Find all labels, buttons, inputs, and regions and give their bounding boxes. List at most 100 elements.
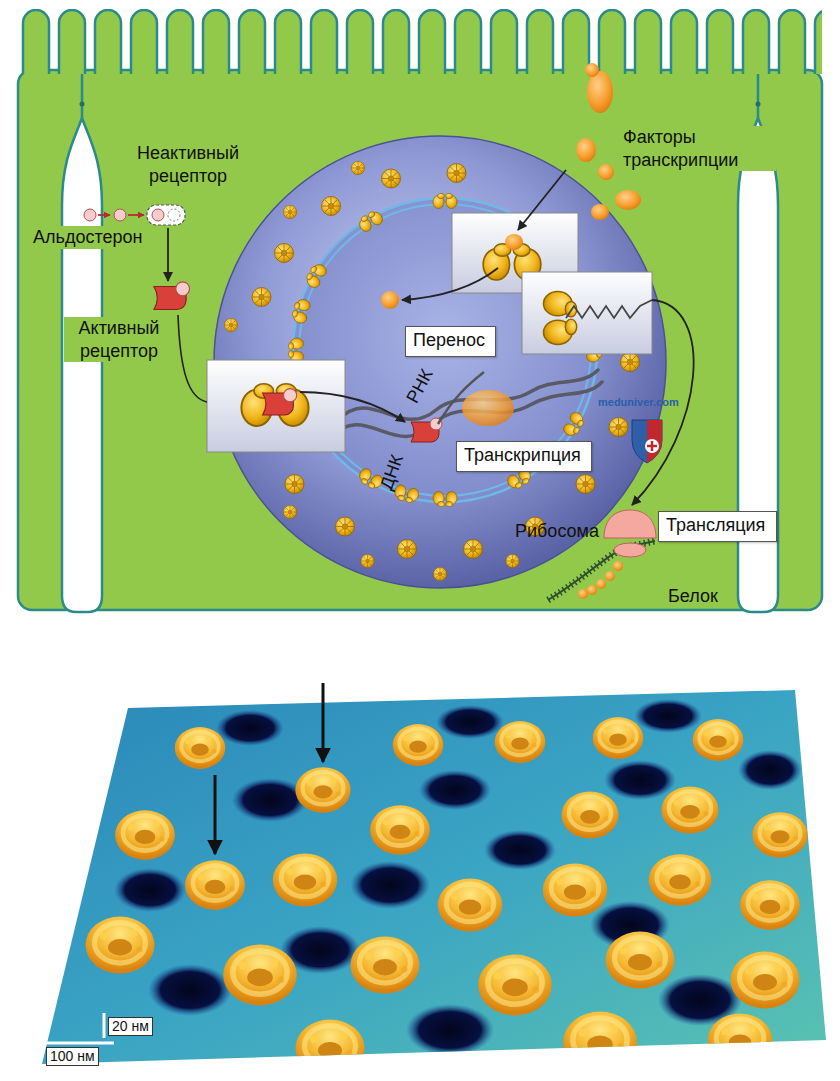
epithelial-cell: [757, 74, 760, 118]
aldosterone-pathway: [114, 209, 126, 221]
inset-panel: [505, 234, 523, 250]
inset-panel: [522, 272, 652, 354]
pore-opening: [114, 868, 186, 912]
nuclear-pore: [433, 567, 446, 580]
pore-opening: [148, 964, 232, 1016]
nuclear-pore: [464, 540, 483, 559]
nuclear-pore-complex: [649, 854, 712, 906]
transport-arrows: [402, 268, 498, 300]
pointer-arrow: [322, 683, 325, 762]
watermark: meduniver.com: [598, 396, 679, 410]
epithelial-cell: [18, 70, 822, 610]
epithelial-cell: [18, 9, 822, 612]
pore-opening: [114, 699, 802, 1056]
part-label: Рибосома: [515, 520, 599, 543]
nuclear-pore-complex: [370, 805, 430, 854]
nuclear-pore-complex: [495, 721, 546, 763]
nuclear-pore-complex: [708, 1013, 772, 1066]
aldosterone-pathway: [84, 209, 96, 221]
scale-bar: [42, 1042, 114, 1045]
epithelial-cell: [18, 9, 822, 74]
afm-image: [30, 680, 840, 1080]
pore-opening: [406, 1004, 494, 1056]
nuclear-pore-complex: [86, 717, 808, 1076]
transcription-factor: [576, 138, 596, 162]
inset-panel: [522, 272, 652, 354]
transcription-factor: [598, 164, 614, 180]
inset-panel: [544, 292, 577, 345]
part-label: Неактивный рецептор: [122, 142, 254, 187]
scale-bar: [42, 1013, 114, 1043]
transport-arrows: [402, 170, 694, 505]
nuclear-pore-complex: [393, 724, 444, 766]
nuclear-pore-complex: [115, 810, 175, 859]
aldosterone-pathway: [128, 214, 144, 216]
nuclear-pore-complex: [175, 727, 226, 769]
nuclear-pore-complex: [273, 853, 337, 906]
box-label: Перенос: [413, 329, 488, 352]
nuclear-pore-complex: [86, 917, 155, 974]
nuclear-pore: [621, 353, 640, 372]
nuclear-pore-complex: [731, 952, 800, 1009]
nuclear-pore: [382, 169, 401, 188]
nuclear-pore-complex: [543, 863, 607, 916]
ribosome: [548, 541, 655, 600]
ribosome: [613, 561, 623, 571]
nuclear-pore-complex: [740, 880, 800, 929]
aldosterone-pathway: [167, 228, 169, 281]
watermark-logo: [632, 420, 662, 463]
nuclear-pore: [303, 261, 328, 289]
nuclear-pore-complex: [593, 717, 644, 759]
part-label: Активный рецептор: [64, 317, 174, 362]
afm-image: [30, 680, 840, 1080]
nuclear-pore-complex: [606, 932, 675, 989]
scale-label: 20 нм: [108, 1017, 153, 1036]
transport-arrows: [518, 170, 566, 230]
nuclear-pore: [285, 475, 304, 494]
part-label: РНК: [402, 365, 439, 407]
transcription-factor: [381, 291, 399, 309]
aldosterone-pathway: [152, 209, 164, 221]
epithelial-cell: [756, 102, 761, 107]
nuclear-pore: [361, 554, 374, 567]
ribosome: [614, 543, 646, 557]
inset-panel: [263, 389, 297, 415]
part-label: ДНК: [375, 451, 408, 492]
aldosterone-pathway: [98, 214, 110, 216]
nuclear-pore: [447, 164, 466, 183]
aldosterone-pathway: [168, 209, 180, 221]
nuclear-pore-complex: [438, 878, 502, 931]
nuclear-pore: [356, 208, 384, 233]
nuclear-pore: [288, 338, 303, 362]
scale-bar: [103, 1013, 106, 1038]
nuclear-pore: [336, 517, 355, 536]
nuclear-pore: [433, 492, 457, 507]
watermark-logo: [632, 420, 662, 463]
aldosterone-pathway: [147, 205, 185, 225]
nuclear-pore-complex: [296, 1020, 365, 1077]
pore-opening: [738, 750, 802, 790]
nuclear-pore: [351, 161, 364, 174]
nuclear-pore: [506, 554, 519, 567]
inset-panel: [207, 360, 345, 452]
process-box: Транскрипция: [456, 441, 592, 472]
ribosome: [596, 579, 606, 589]
nuclear-pore: [576, 475, 595, 494]
pore-opening: [419, 770, 491, 810]
pointer-arrow: [214, 775, 217, 854]
pore-opening: [604, 760, 676, 800]
box-label: Трансляция: [666, 514, 769, 537]
pore-opening: [216, 710, 284, 746]
nuclear-pore-complex: [561, 791, 618, 838]
aldosterone-pathway: [300, 392, 405, 422]
transcription-factor: [585, 63, 599, 77]
inset-panel: [241, 384, 308, 426]
nuclear-pore-complex: [223, 945, 297, 1006]
nuclear-pore: [275, 244, 294, 263]
process-box: Трансляция: [658, 511, 777, 542]
ribosome: [578, 589, 588, 599]
pore-opening: [350, 861, 430, 909]
ribosome: [548, 541, 655, 600]
aldosterone-pathway: [154, 282, 190, 310]
